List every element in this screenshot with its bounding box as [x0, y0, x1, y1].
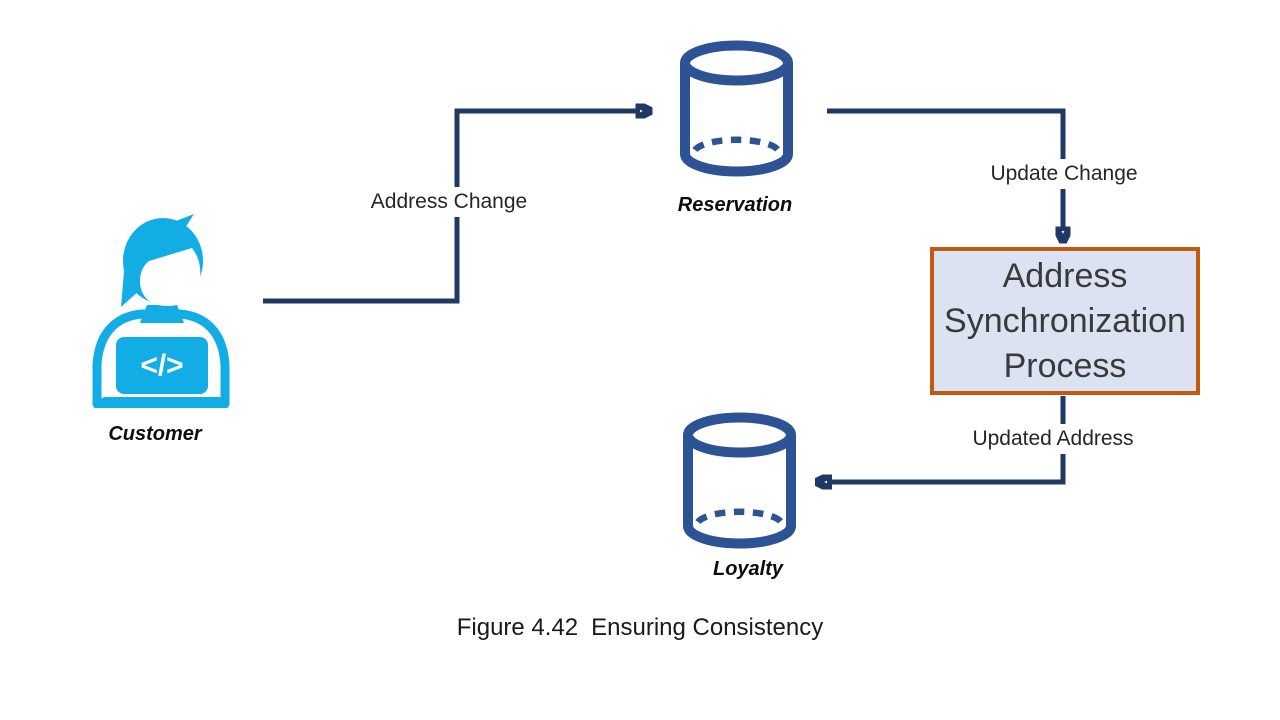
- database-cylinder-icon: [683, 412, 796, 549]
- cylinder-dashed-edge: [695, 508, 784, 525]
- cylinder-sides: [683, 435, 796, 526]
- laptop-screen: [116, 337, 208, 394]
- cylinder-bottom: [683, 525, 796, 549]
- cylinder-top: [683, 412, 796, 458]
- person-collar: [140, 305, 184, 323]
- cylinder-dashed-edge: [692, 136, 781, 153]
- process-box-line: Process: [1003, 346, 1127, 385]
- loyalty-label: Loyalty: [712, 558, 784, 580]
- figure-caption-number: Figure 4.42: [456, 614, 579, 641]
- address-sync-process-box: Address Synchronization Process: [930, 247, 1200, 395]
- person-at-laptop-icon: </>: [92, 214, 230, 408]
- edge-reservation-to-process: [827, 108, 1063, 228]
- customer-label: Customer: [108, 423, 202, 445]
- cylinder-top: [680, 40, 793, 86]
- database-cylinder-icon: [680, 40, 793, 177]
- figure-caption-text: Ensuring Consistency: [591, 614, 824, 641]
- person-hair-sideburn: [121, 271, 140, 307]
- edge-label-updated-address: Updated Address: [963, 424, 1143, 454]
- reservation-label: Reservation: [677, 194, 793, 216]
- person-face: [140, 248, 201, 306]
- person-hair-spike: [176, 214, 194, 228]
- edge-label-address-change: Address Change: [361, 187, 537, 217]
- laptop-base: [100, 397, 224, 408]
- cylinder-bottom: [680, 153, 793, 177]
- laptop-code-glyph: </>: [140, 349, 183, 382]
- cylinder-sides: [680, 63, 793, 154]
- process-box-line: Address: [1002, 256, 1128, 295]
- process-box-line: Synchronization: [944, 301, 1186, 340]
- edge-label-update-change: Update Change: [981, 159, 1147, 189]
- figure-caption: Figure 4.42 Ensuring Consistency: [0, 614, 1280, 642]
